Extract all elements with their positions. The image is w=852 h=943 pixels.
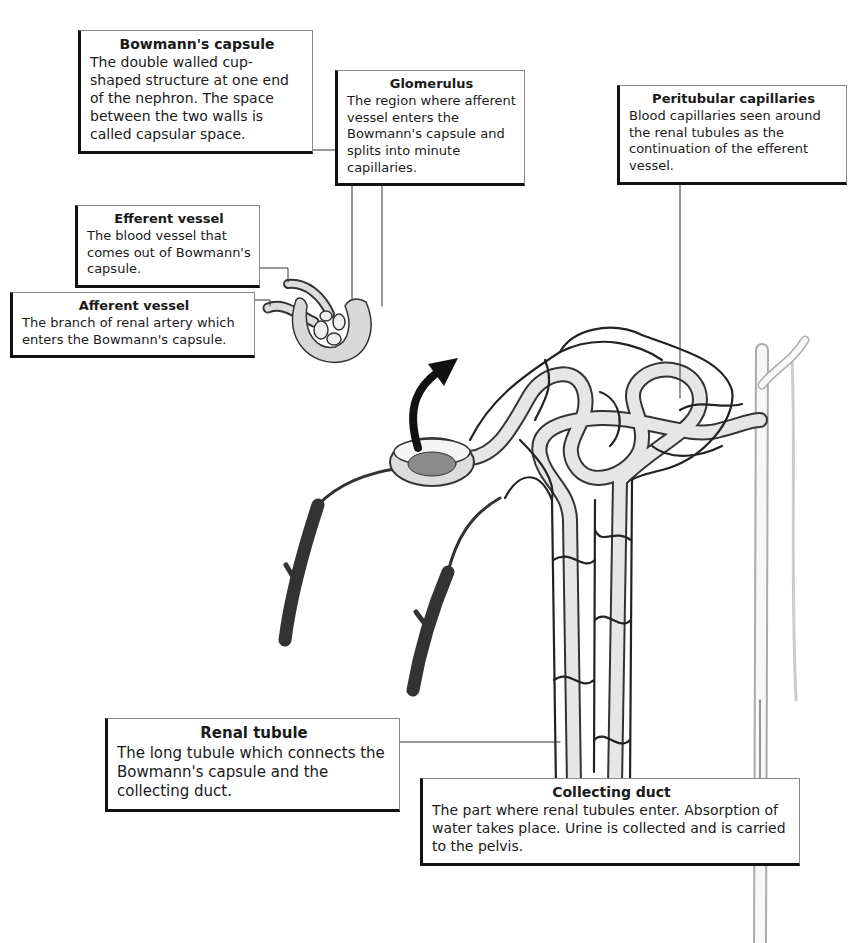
capillary — [595, 617, 631, 624]
leader-line — [680, 170, 681, 398]
leader-line — [382, 170, 383, 306]
callout-box: Bowmann's capsuleThe double walled cup-s… — [78, 30, 313, 154]
inset-capillary-loop — [320, 311, 332, 321]
leader-line — [760, 700, 761, 790]
callout-heading: Glomerulus — [347, 76, 516, 91]
callout-heading: Peritubular capillaries — [629, 91, 838, 106]
capillary — [652, 446, 722, 456]
leader-lines — [250, 150, 760, 790]
inset-capillary-loop — [333, 314, 345, 330]
callout-description: The blood vessel that comes out of Bowma… — [87, 228, 251, 278]
capillary — [595, 530, 631, 540]
callout-heading: Efferent vessel — [87, 211, 251, 226]
capillary — [554, 677, 594, 684]
glomerulus-tuft — [408, 452, 456, 476]
callout-box: Afferent vesselThe branch of renal arter… — [10, 292, 255, 358]
callout-description: The double walled cup-shaped structure a… — [90, 54, 304, 144]
faint-vessel — [792, 360, 796, 700]
callout-heading: Collecting duct — [432, 784, 791, 800]
inset-capillary-loop — [327, 333, 341, 345]
renal-vessel-branch — [413, 572, 448, 690]
callout-box: GlomerulusThe region where afferent vess… — [335, 70, 525, 186]
callout-description: The region where afferent vessel enters … — [347, 93, 516, 176]
collecting-duct-branch — [762, 340, 805, 385]
callout-box: Efferent vesselThe blood vessel that com… — [75, 205, 260, 288]
callout-box: Collecting ductThe part where renal tubu… — [420, 778, 800, 866]
capillary — [600, 392, 620, 446]
callout-heading: Renal tubule — [117, 724, 391, 742]
peritubular-capillary-network — [470, 328, 742, 811]
afferent-arteriole — [318, 468, 402, 505]
callout-heading: Bowmann's capsule — [90, 36, 304, 52]
zoom-arrow-head — [428, 358, 458, 386]
capillary — [553, 557, 595, 564]
renal-artery-stub — [286, 565, 298, 585]
illustration-group — [250, 150, 805, 943]
inset-capillary-loop — [314, 321, 328, 339]
renal-vessel-stub — [416, 612, 428, 628]
callout-description: The part where renal tubules enter. Abso… — [432, 802, 791, 856]
callout-description: The branch of renal artery which enters … — [22, 315, 246, 348]
callout-heading: Afferent vessel — [22, 298, 246, 313]
capillary — [594, 500, 595, 772]
leader-line — [395, 742, 560, 743]
callout-description: The long tubule which connects the Bowma… — [117, 744, 391, 802]
renal-artery-branch — [285, 505, 318, 640]
inset-bowmans-capsule — [292, 298, 371, 362]
capillary — [470, 342, 662, 440]
capillary — [552, 480, 632, 811]
capillary — [680, 404, 742, 410]
venule — [448, 498, 500, 572]
callout-box: Peritubular capillariesBlood capillaries… — [617, 85, 847, 185]
collecting-duct-branch-lumen — [762, 340, 805, 385]
callout-box: Renal tubuleThe long tubule which connec… — [105, 718, 400, 812]
zoom-arrow — [413, 372, 438, 448]
bowmans-capsule-cup — [390, 438, 474, 486]
capillary — [594, 737, 630, 744]
capillary — [535, 360, 549, 420]
capillary — [505, 477, 552, 500]
callout-description: Blood capillaries seen around the renal … — [629, 108, 838, 175]
